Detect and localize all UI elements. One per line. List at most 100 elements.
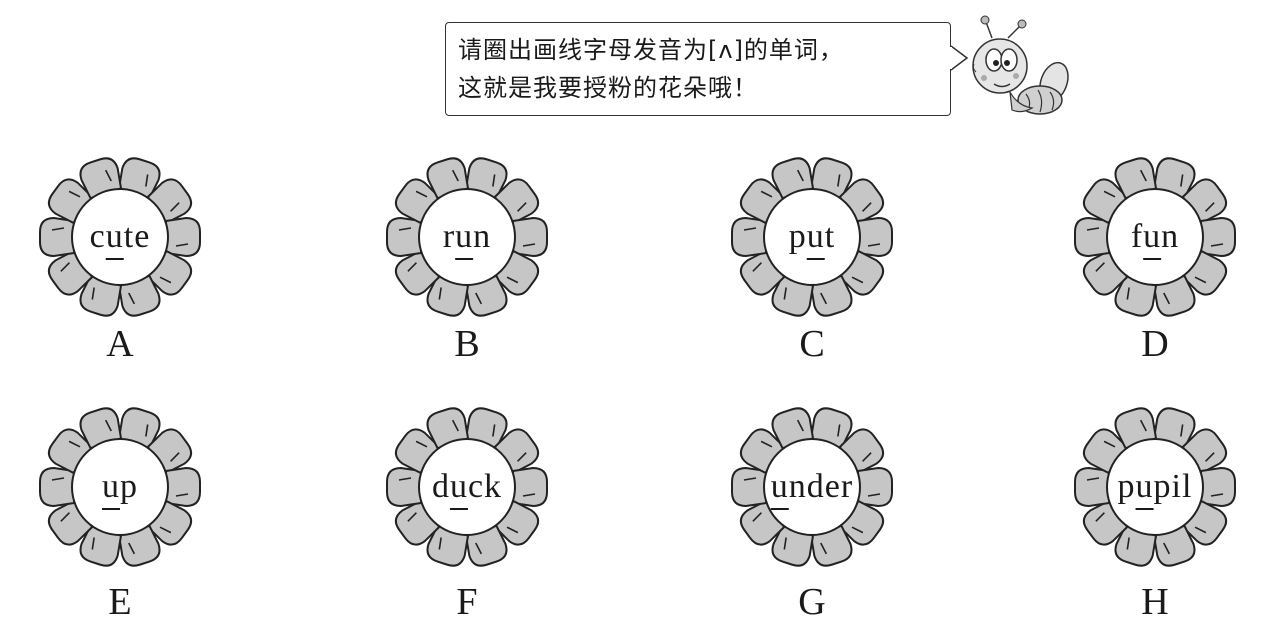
word-under: under (770, 468, 854, 505)
petal-icon (426, 274, 470, 317)
underlined-letter: u (449, 468, 468, 505)
flower-option-d[interactable]: fun D (1070, 152, 1240, 374)
petal-icon (1074, 466, 1110, 508)
word-prefix: p (1117, 468, 1136, 505)
bee-icon (972, 15, 1069, 115)
option-label-f: F (456, 581, 478, 623)
petal-icon (47, 428, 94, 475)
flower-option-c[interactable]: put C (727, 152, 897, 374)
option-label-a: A (106, 323, 134, 365)
petal-icon (739, 499, 786, 546)
word-suffix: pil (1153, 468, 1193, 505)
word-put: put (788, 218, 836, 255)
flower-petals (1074, 157, 1236, 317)
petal-icon (1114, 524, 1158, 567)
word-suffix: p (120, 468, 138, 505)
petal-icon (493, 178, 540, 225)
flower-petals (731, 407, 893, 567)
flower-petals (1074, 407, 1236, 567)
instruction-speech-bubble: 请圈出画线字母发音为[ʌ]的单词， 这就是我要授粉的花朵哦！ (445, 22, 951, 116)
instruction-line-2: 这就是我要授粉的花朵哦！ (458, 74, 758, 102)
petal-icon (1082, 249, 1129, 296)
petal-icon (386, 216, 422, 258)
petal-icon (386, 466, 422, 508)
petal-icon (493, 249, 540, 296)
word-cute: cute (89, 218, 151, 255)
petal-icon (47, 249, 94, 296)
word-suffix: t (824, 218, 836, 255)
underlined-letter: u (102, 468, 120, 505)
speech-bubble-pointer (949, 45, 969, 71)
flower-option-g[interactable]: under G (727, 402, 897, 624)
flower-center: pupil (1106, 438, 1204, 536)
option-label-d: D (1141, 323, 1169, 365)
petal-icon (464, 274, 508, 317)
petal-icon (394, 428, 441, 475)
flower-center: run (418, 188, 516, 286)
word-suffix: ck (467, 468, 503, 505)
flower-petals (731, 157, 893, 317)
flower-option-b[interactable]: run B (382, 152, 552, 374)
flower-center: up (71, 438, 169, 536)
petal-icon (1082, 428, 1129, 475)
petal-icon (47, 178, 94, 225)
petal-icon (512, 466, 548, 508)
petal-icon (1152, 274, 1196, 317)
flower-option-h[interactable]: pupil H (1070, 402, 1240, 624)
petal-icon (838, 178, 885, 225)
flower-petals (39, 157, 201, 317)
petal-icon (165, 466, 201, 508)
petal-icon (857, 216, 893, 258)
petal-icon (731, 466, 767, 508)
underlined-letter: u (1135, 468, 1154, 505)
underlined-letter: u (806, 218, 825, 255)
petal-icon (464, 524, 508, 567)
petal-icon (79, 524, 123, 567)
word-suffix: n (1161, 218, 1180, 255)
petal-icon (39, 466, 75, 508)
petal-icon (394, 249, 441, 296)
underlined-letter: u (770, 468, 789, 505)
petal-icon (1181, 499, 1228, 546)
petal-icon (1200, 216, 1236, 258)
word-prefix: r (442, 218, 456, 255)
word-suffix: n (473, 218, 492, 255)
petal-icon (1152, 524, 1196, 567)
underlined-letter: u (1143, 218, 1162, 255)
petal-icon (1200, 466, 1236, 508)
petal-icon (117, 274, 161, 317)
flower-center: fun (1106, 188, 1204, 286)
petal-icon (165, 216, 201, 258)
petal-icon (394, 178, 441, 225)
instruction-line-1: 请圈出画线字母发音为[ʌ]的单词， (458, 36, 844, 64)
petal-icon (1114, 274, 1158, 317)
flower-option-f[interactable]: duck F (382, 402, 552, 624)
word-prefix: d (431, 468, 450, 505)
petal-icon (838, 499, 885, 546)
word-up: up (102, 470, 138, 504)
petal-icon (809, 274, 853, 317)
word-fun: fun (1130, 218, 1180, 255)
petal-icon (146, 249, 193, 296)
petal-icon (809, 524, 853, 567)
petal-icon (117, 524, 161, 567)
petal-icon (1181, 178, 1228, 225)
petal-icon (739, 249, 786, 296)
petal-icon (1181, 249, 1228, 296)
petal-icon (146, 428, 193, 475)
word-run: run (442, 218, 492, 255)
flower-option-e[interactable]: up E (35, 402, 205, 624)
flower-center: put (763, 188, 861, 286)
option-label-e: E (108, 581, 132, 623)
flower-option-a[interactable]: cute A (35, 152, 205, 374)
petal-icon (1181, 428, 1228, 475)
petal-icon (394, 499, 441, 546)
petal-icon (857, 466, 893, 508)
petal-icon (146, 499, 193, 546)
flower-center: cute (71, 188, 169, 286)
petal-icon (426, 524, 470, 567)
word-suffix: te (123, 218, 151, 255)
word-prefix: p (788, 218, 807, 255)
petal-icon (739, 428, 786, 475)
petal-icon (39, 216, 75, 258)
